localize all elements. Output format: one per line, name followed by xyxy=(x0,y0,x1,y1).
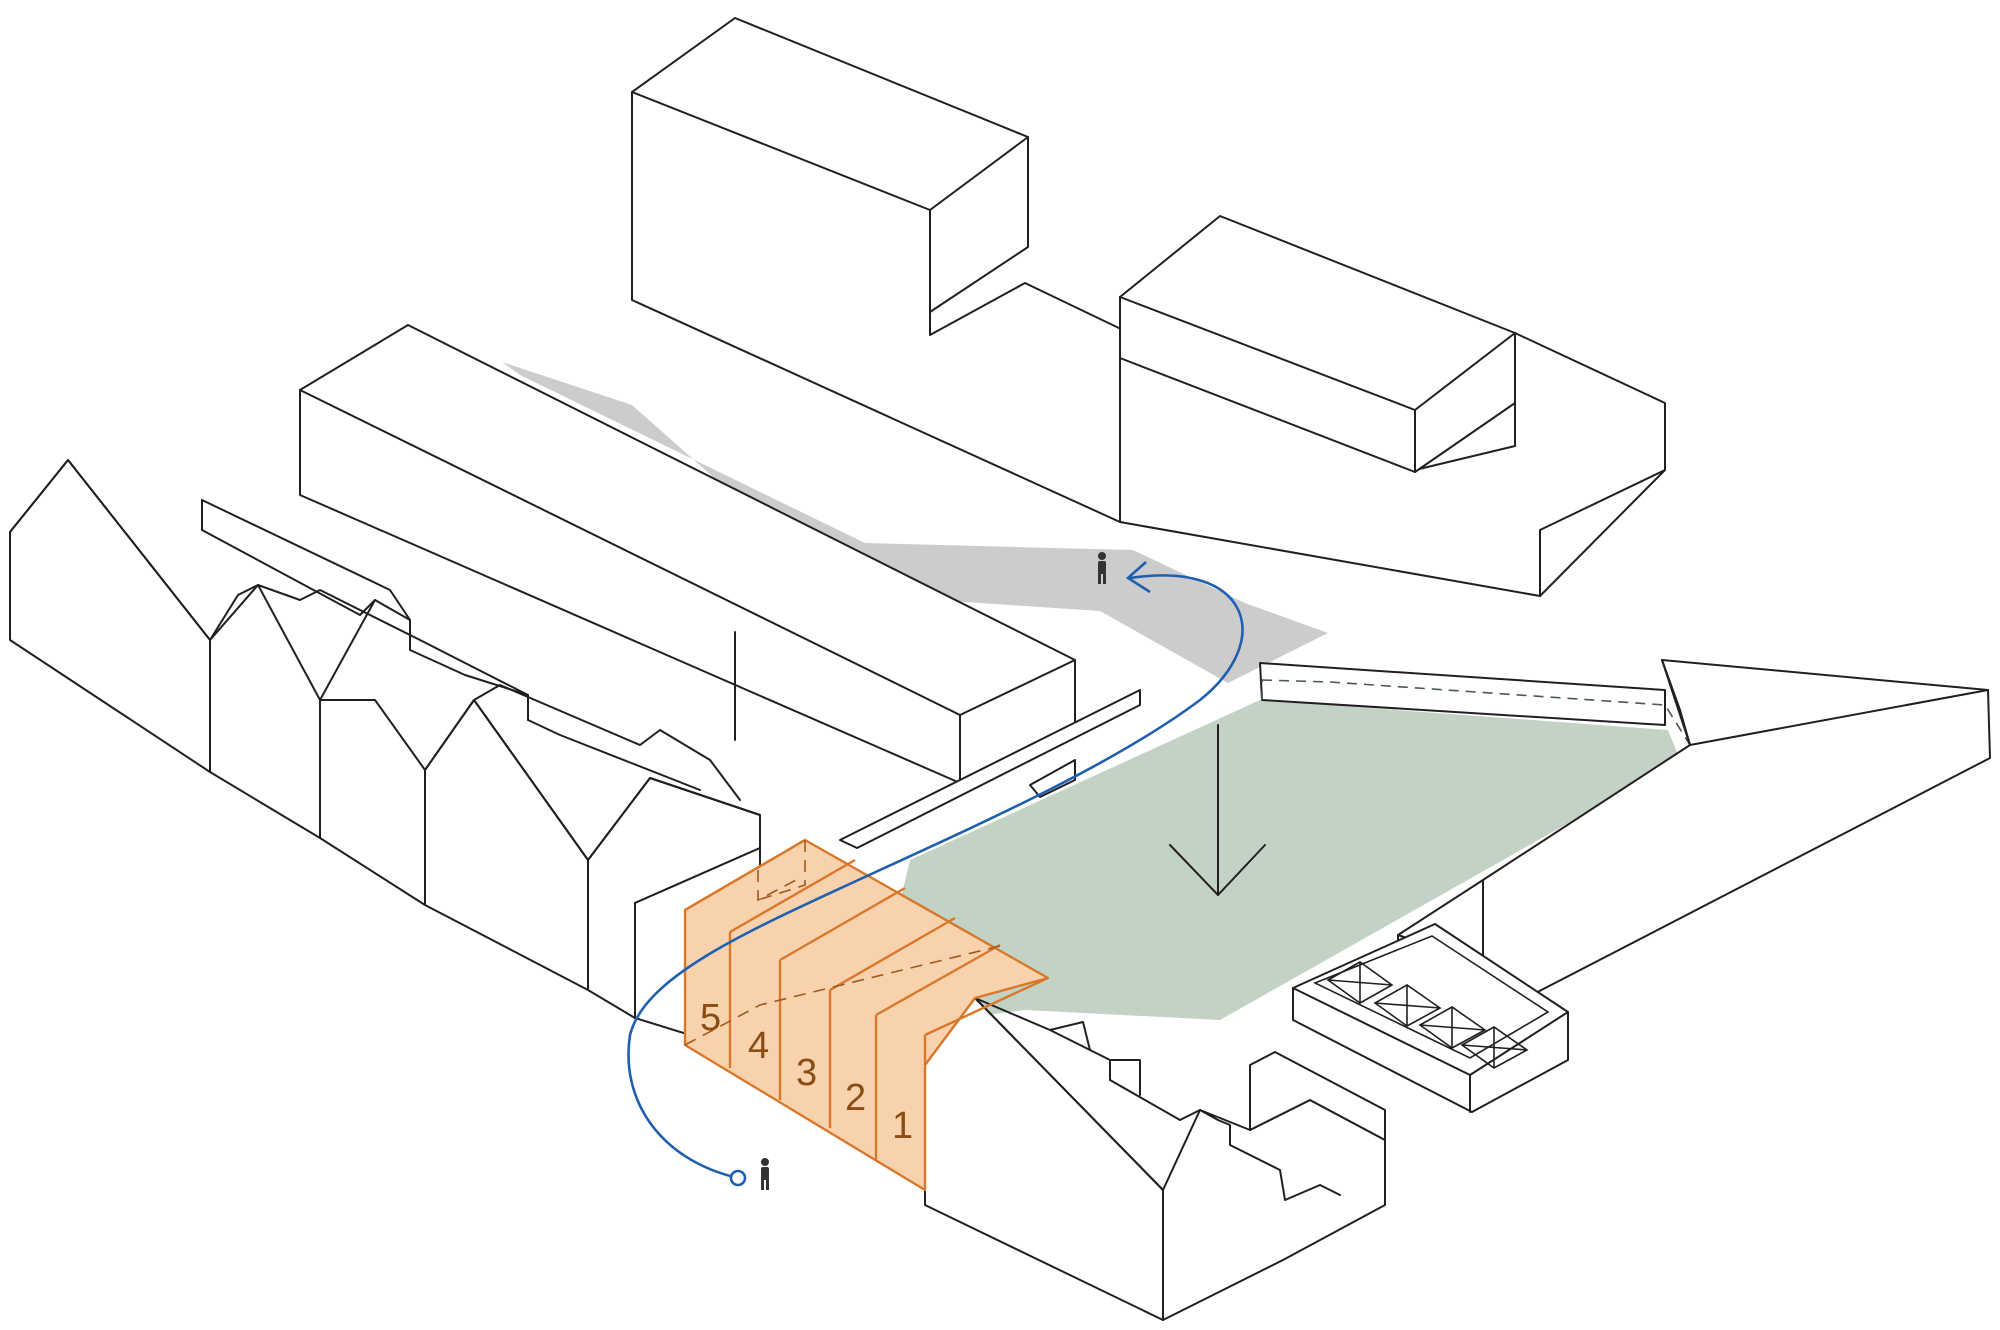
down-arrow-icon xyxy=(1169,724,1266,896)
circulation-path xyxy=(627,574,1244,1180)
unit-label-2: 2 xyxy=(845,1077,866,1119)
green-courtyard xyxy=(870,700,1680,1030)
path-arrowhead-icon xyxy=(1125,561,1151,594)
unit-label-3: 3 xyxy=(796,1052,817,1094)
skylight-block xyxy=(1292,923,1569,1113)
person-icon-top xyxy=(1098,552,1106,584)
orange-units: 5 4 3 2 1 xyxy=(683,838,1050,1192)
unit-label-4: 4 xyxy=(748,1025,769,1067)
unit-label-1: 1 xyxy=(892,1105,913,1147)
courtyard-wall xyxy=(1259,662,1691,746)
skylight-glazing xyxy=(1326,961,1529,1069)
top-building-block xyxy=(631,17,1666,597)
path-start-dot xyxy=(729,1169,747,1187)
grey-passage xyxy=(502,362,1328,683)
thin-wall xyxy=(839,689,1141,849)
middle-long-block xyxy=(299,324,1076,784)
person-icon-bottom xyxy=(761,1158,769,1190)
unit-label-5: 5 xyxy=(700,997,721,1039)
lower-right-house xyxy=(924,997,1386,1321)
